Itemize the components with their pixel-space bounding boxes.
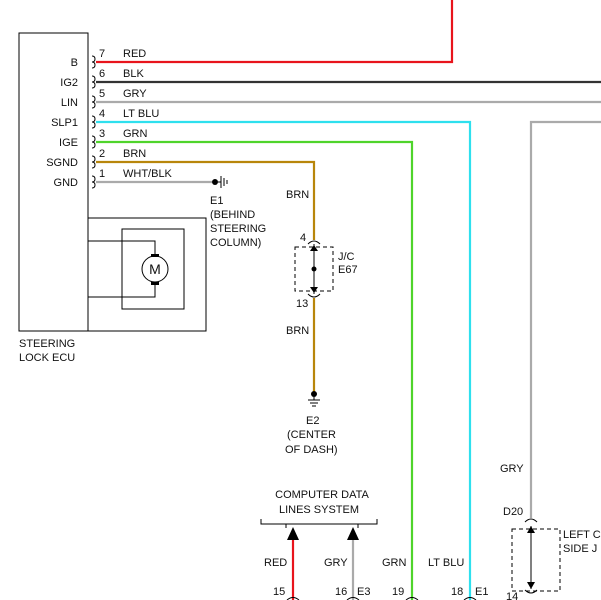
ecu-title-line2: LOCK ECU: [19, 352, 75, 364]
left-jc-label-line2: SIDE J: [563, 543, 597, 555]
jc-wire-top-label: BRN: [286, 189, 309, 201]
ecu-outline: [18, 32, 89, 332]
ground-e1-icon: [218, 176, 228, 188]
bottom-pin-18: 18: [451, 586, 463, 598]
pin-name-sgnd: SGND: [46, 157, 78, 169]
wire-label-gry: GRY: [123, 88, 147, 100]
motor-label: M: [149, 261, 161, 277]
ground-e2-line1: (CENTER: [287, 429, 336, 441]
wire-brn-upper: [96, 160, 316, 240]
ground-e2-icon: [308, 397, 320, 407]
wire-label-whtblk: WHT/BLK: [123, 168, 173, 180]
ground-e1-line1: (BEHIND: [210, 209, 255, 221]
ground-e1-id: E1: [210, 195, 223, 207]
cdls-pin-left: 15: [273, 586, 285, 598]
ground-e1-line3: COLUMN): [210, 237, 261, 249]
ground-e2-node: [311, 391, 317, 397]
pin-num-1: 1: [99, 168, 105, 180]
bottom-pin-19: 19: [392, 586, 404, 598]
cdls-pin-right: 16: [335, 586, 347, 598]
bottom-grn-label: GRN: [382, 557, 407, 569]
cdls-title-line2: LINES SYSTEM: [279, 504, 359, 516]
left-jc-arrow-bottom: [527, 582, 535, 589]
cdls-title-line1: COMPUTER DATA: [275, 489, 369, 501]
jc-arrow-bottom: [310, 287, 318, 293]
motor-brush-bottom: [151, 282, 159, 285]
jc-junction-dot: [311, 266, 317, 272]
pin-num-4: 4: [99, 108, 105, 120]
pin-num-2: 2: [99, 148, 105, 160]
pin-num-6: 6: [99, 68, 105, 80]
wire-gry-right: [529, 120, 601, 518]
jc-pin-top: 4: [300, 232, 306, 244]
ground-e1-node: [212, 179, 218, 185]
pin-name-b: B: [71, 57, 78, 69]
motor-brush-top: [151, 254, 159, 257]
wire-grn: [96, 140, 414, 600]
wire-red: [96, 0, 454, 64]
ground-e1-line2: STEERING: [210, 223, 266, 235]
cdls-conn: E3: [357, 586, 370, 598]
cdls-wire-right-label: GRY: [324, 557, 348, 569]
pin-name-lin: LIN: [61, 97, 78, 109]
cdls-wire-left-label: RED: [264, 557, 287, 569]
left-jc-arrow-top: [527, 526, 535, 533]
cdls-bracket: [260, 519, 378, 525]
left-jc-gry-label: GRY: [500, 463, 524, 475]
jc-wire-bottom-label: BRN: [286, 325, 309, 337]
ecu-motor-section: [87, 217, 207, 332]
jc-arrow-top: [310, 245, 318, 251]
left-jc-conn: D20: [503, 506, 523, 518]
ecu-title-line1: STEERING: [19, 338, 75, 350]
ecu-terminal-brackets: [91, 55, 96, 189]
cdls-arrow-left: [287, 527, 299, 540]
wire-label-grn: GRN: [123, 128, 148, 140]
pin-name-gnd: GND: [54, 177, 79, 189]
jc-pin-bottom: 13: [296, 298, 308, 310]
pin-name-ige: IGE: [59, 137, 78, 149]
pin-num-3: 3: [99, 128, 105, 140]
pin-num-7: 7: [99, 48, 105, 60]
wire-label-ltblu: LT BLU: [123, 108, 159, 120]
cdls-arrow-right: [347, 527, 359, 540]
left-jc-label-line1: LEFT C: [563, 529, 601, 541]
bottom-ltblu-label: LT BLU: [428, 557, 464, 569]
jc-terminals: [307, 240, 321, 298]
motor-leads: [88, 240, 156, 298]
pin-name-slp1: SLP1: [51, 117, 78, 129]
motor-frame: [121, 228, 185, 310]
wire-ltblu: [96, 120, 472, 600]
left-jc-pin-bottom: 14: [506, 591, 518, 600]
left-jc-box: [511, 528, 561, 592]
wire-label-blk: BLK: [123, 68, 144, 80]
wire-label-red: RED: [123, 48, 146, 60]
jc-label-line1: J/C: [338, 251, 355, 263]
pin-name-ig2: IG2: [60, 77, 78, 89]
pin-num-5: 5: [99, 88, 105, 100]
bottom-terminals: [286, 597, 477, 600]
wire-label-brn: BRN: [123, 148, 146, 160]
ground-e2-id: E2: [306, 415, 319, 427]
ground-e2-line2: OF DASH): [285, 444, 338, 456]
bottom-conn: E1: [475, 586, 488, 598]
jc-label-line2: E67: [338, 264, 358, 276]
